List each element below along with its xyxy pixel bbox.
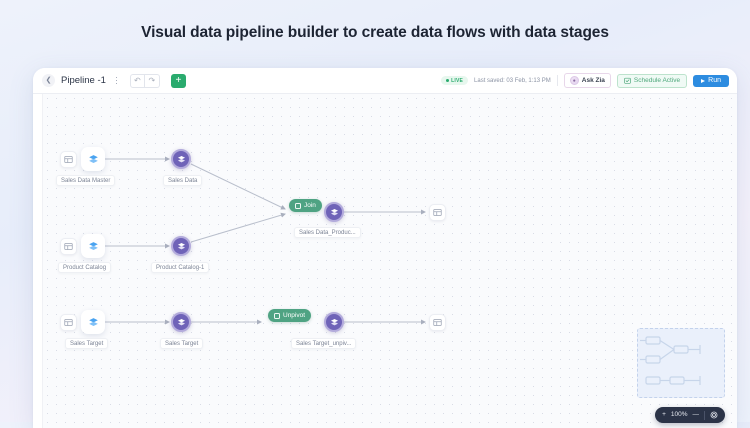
zoom-level-label: 100% — [670, 410, 688, 418]
fit-screen-icon[interactable] — [710, 411, 718, 419]
source-label: Sales Target — [65, 338, 109, 349]
zoom-in-button[interactable]: + — [662, 410, 666, 418]
toolbar-left-group: ❮ Pipeline -1 ↶ ↷ + — [42, 73, 186, 88]
op-pill-label: Join — [304, 202, 316, 209]
table-icon[interactable] — [60, 238, 77, 255]
stage-label: Sales Data_Produc... — [294, 227, 361, 238]
undo-button[interactable]: ↶ — [129, 73, 145, 88]
minimap-graph — [640, 336, 701, 385]
last-saved-text: Last saved: 03 Feb, 1:13 PM — [474, 77, 551, 84]
op-pill-label: Unpivot — [283, 312, 306, 319]
stage-node-join-result[interactable] — [324, 202, 344, 222]
status-badge-label: LIVE — [451, 77, 464, 84]
connector-edges — [105, 156, 426, 325]
pipeline-app-card: ❮ Pipeline -1 ↶ ↷ + LIVE Last saved: 03 … — [33, 68, 737, 428]
page-headline: Visual data pipeline builder to create d… — [141, 24, 609, 41]
layers-icon — [88, 317, 98, 326]
toolbar-right-group: LIVE Last saved: 03 Feb, 1:13 PM ● Ask Z… — [441, 73, 729, 88]
table-icon[interactable] — [429, 314, 446, 331]
layers-icon — [330, 318, 338, 325]
layers-icon — [88, 241, 98, 250]
add-stage-button[interactable]: + — [170, 73, 186, 88]
source-node-sales-data-master[interactable] — [81, 147, 105, 171]
table-icon[interactable] — [429, 204, 446, 221]
toolbar-divider — [556, 75, 558, 86]
zoom-out-button[interactable]: — — [692, 410, 700, 418]
schedule-active-button[interactable]: Schedule Active — [616, 73, 688, 88]
stage-label: Product Catalog-1 — [151, 262, 210, 273]
source-node-product-catalog[interactable] — [81, 234, 105, 258]
calendar-check-icon — [624, 77, 631, 84]
kebab-menu-icon[interactable] — [112, 74, 121, 87]
redo-button[interactable]: ↷ — [144, 73, 160, 88]
canvas-wrapper: Sales Data Master Sales Data Product Cat… — [33, 94, 737, 428]
minimap-panel[interactable] — [637, 328, 725, 398]
undo-redo-group: ↶ ↷ — [129, 73, 160, 88]
play-icon — [701, 78, 706, 83]
table-icon[interactable] — [60, 314, 77, 331]
stage-node-product-catalog-1[interactable] — [171, 236, 191, 256]
live-dot-icon — [446, 79, 450, 82]
stage-label: Sales Target_unpiv... — [291, 338, 357, 349]
zia-avatar-icon: ● — [569, 76, 579, 85]
stage-node-sales-target[interactable] — [171, 312, 191, 332]
pipeline-title: Pipeline -1 — [61, 75, 106, 86]
op-pill-unpivot[interactable]: Unpivot — [268, 309, 312, 322]
layers-icon — [330, 208, 338, 215]
source-node-sales-target[interactable] — [81, 310, 105, 334]
zoom-divider — [704, 410, 705, 420]
source-label: Product Catalog — [58, 262, 112, 273]
stage-node-sales-data[interactable] — [171, 149, 191, 169]
ask-zia-button[interactable]: ● Ask Zia — [563, 73, 611, 88]
run-label: Run — [708, 77, 721, 84]
stage-label: Sales Target — [160, 338, 204, 349]
layers-icon — [177, 318, 185, 325]
chevron-left-icon[interactable]: ❮ — [42, 74, 55, 87]
source-label: Sales Data Master — [56, 175, 116, 186]
join-icon — [295, 202, 301, 209]
pipeline-canvas[interactable]: Sales Data Master Sales Data Product Cat… — [43, 94, 737, 428]
layers-icon — [177, 242, 185, 249]
run-button[interactable]: Run — [693, 74, 729, 87]
toolbar: ❮ Pipeline -1 ↶ ↷ + LIVE Last saved: 03 … — [33, 68, 737, 94]
layers-icon — [88, 154, 98, 163]
stage-label: Sales Data — [163, 175, 203, 186]
op-pill-join[interactable]: Join — [289, 199, 322, 212]
schedule-active-label: Schedule Active — [633, 77, 681, 84]
ask-zia-label: Ask Zia — [581, 77, 605, 84]
unpivot-icon — [274, 312, 280, 319]
zoom-control[interactable]: + 100% — — [655, 407, 725, 423]
status-badge: LIVE — [441, 76, 469, 85]
left-rail — [33, 94, 43, 428]
stage-node-unpivot-result[interactable] — [324, 312, 344, 332]
table-icon[interactable] — [60, 151, 77, 168]
layers-icon — [177, 155, 185, 162]
